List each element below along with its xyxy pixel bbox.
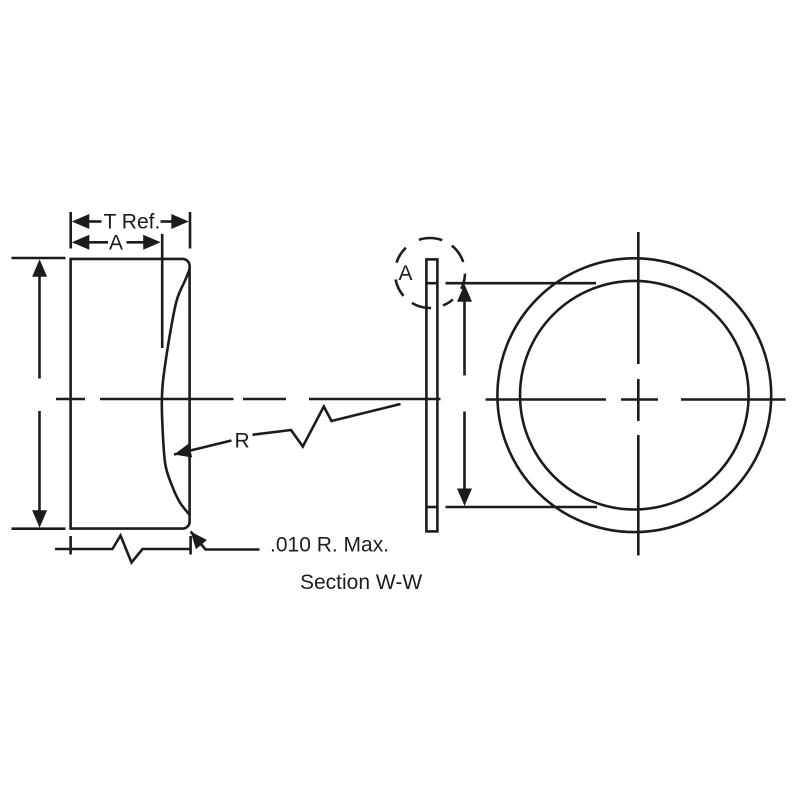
svg-text:A: A bbox=[109, 232, 123, 255]
svg-text:T Ref.: T Ref. bbox=[104, 211, 161, 234]
svg-text:Section W-W: Section W-W bbox=[300, 571, 422, 594]
svg-text:A: A bbox=[399, 262, 413, 285]
svg-text:.010 R. Max.: .010 R. Max. bbox=[270, 534, 389, 557]
svg-text:R: R bbox=[235, 430, 250, 453]
